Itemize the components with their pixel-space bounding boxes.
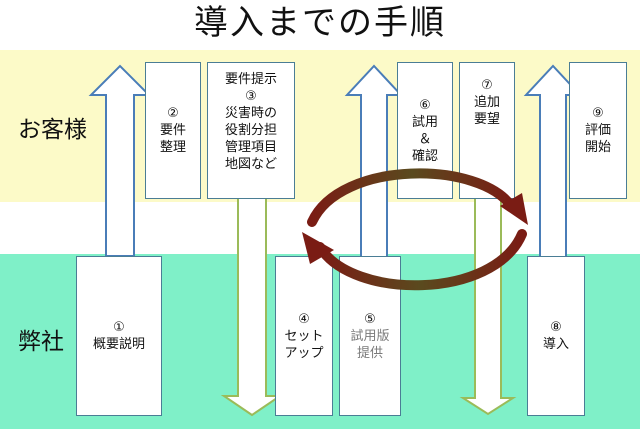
step-5-up-arrow: [344, 64, 404, 259]
page-title: 導入までの手順: [194, 3, 446, 43]
step-2-box: ② 要件 整理: [145, 62, 201, 199]
step-3-label: 災害時の 役割分担 管理項目 地図など: [224, 106, 277, 172]
step-5-label: 試用版 提供: [350, 328, 390, 361]
company-band-label: 弊社: [18, 329, 64, 355]
step-5-number: ⑤: [364, 311, 376, 327]
step-6-label: 試用 ＆ 確認: [411, 114, 438, 164]
step-4-box: ④ セット アップ: [275, 256, 333, 416]
step-5-box: ⑤ 試用版 提供: [339, 256, 401, 416]
step-7-box: ⑦ 追加 要望: [459, 62, 515, 199]
step-6-box: ⑥ 試用 ＆ 確認: [397, 62, 453, 199]
step-3-down-arrow: [220, 195, 284, 417]
step-7-number: ⑦: [481, 78, 493, 93]
step-6-number: ⑥: [419, 97, 431, 113]
step-9-box: ⑨ 評価 開始: [569, 62, 627, 199]
step-4-number: ④: [298, 311, 310, 327]
step-1-label: 概要説明: [92, 337, 145, 352]
step-1-up-arrow: [88, 64, 152, 257]
step-3-number: ③: [245, 89, 257, 104]
step-1-box: ① 概要説明: [76, 256, 162, 416]
step-7-label: 追加 要望: [473, 95, 500, 127]
step-9-number: ⑨: [592, 106, 604, 121]
step-7-down-arrow: [459, 195, 517, 416]
step-3-box: 要件提示 ③ 災害時の 役割分担 管理項目 地図など: [207, 62, 295, 199]
step-2-number: ②: [167, 106, 179, 121]
customer-band-label: お客様: [18, 117, 87, 143]
step-8-up-arrow: [523, 64, 583, 259]
step-9-label: 評価 開始: [584, 123, 611, 155]
step-4-label: セット アップ: [284, 328, 324, 361]
step-8-number: ⑧: [550, 320, 562, 335]
step-8-box: ⑧ 導入: [527, 256, 585, 416]
step-1-number: ①: [113, 320, 125, 335]
step-8-label: 導入: [542, 337, 569, 352]
step-2-label: 要件 整理: [159, 123, 186, 155]
step-3-heading: 要件提示: [224, 72, 277, 87]
